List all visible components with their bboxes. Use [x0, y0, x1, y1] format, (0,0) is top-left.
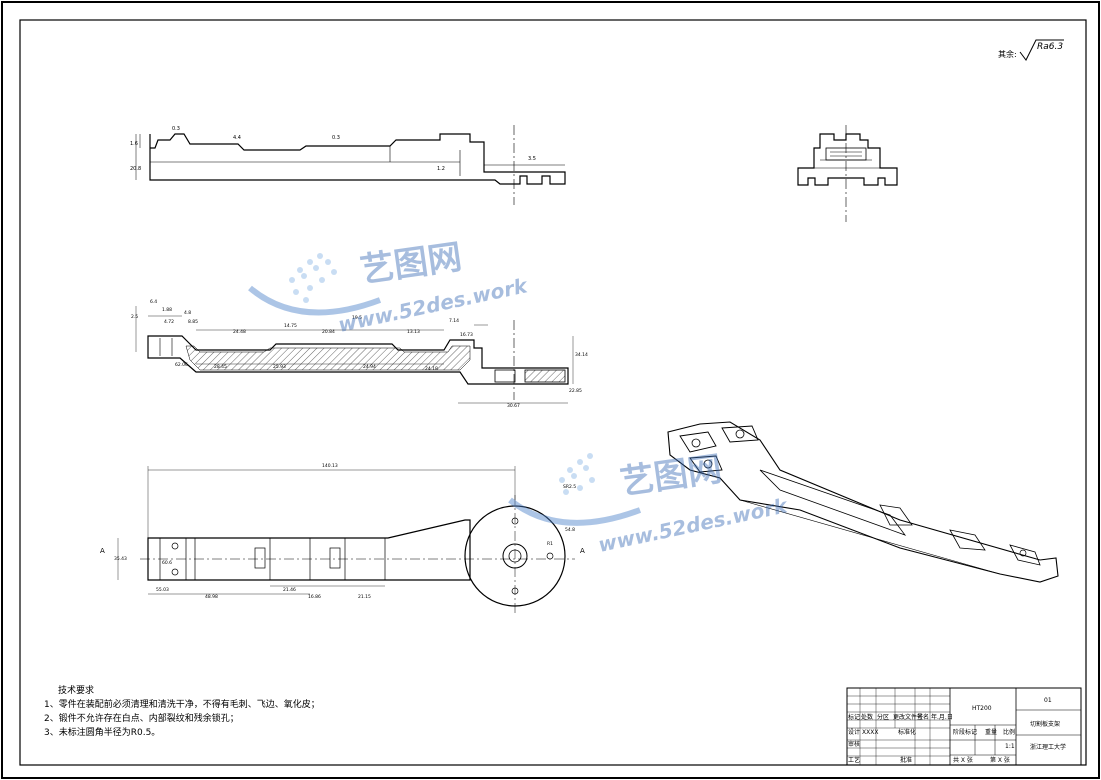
scale-value: 1:1 — [1005, 743, 1015, 750]
plan-view — [147, 505, 566, 607]
weight-label: 重量 — [985, 728, 997, 736]
section-dimensions: 6.4 1.88 4.8 2.5 4.72 8.85 24.48 14.75 2… — [131, 299, 588, 409]
dim-label: 4.72 — [164, 319, 174, 325]
dim-label: 6.4 — [150, 299, 157, 305]
designer: XXXX — [862, 729, 878, 736]
dim-label: 0.3 — [332, 135, 340, 141]
elevation-view — [149, 133, 566, 185]
approve-label: 批准 — [900, 756, 912, 764]
dim-label: 48.98 — [205, 594, 218, 600]
standard-label: 标准化 — [898, 728, 916, 736]
designer-label: 设计 — [848, 728, 860, 736]
watermark-brand: 艺图网 — [618, 449, 725, 503]
dim-label: 7.14 — [449, 318, 459, 324]
sheet-number: 第 X 张 — [990, 756, 1010, 764]
dim-label: 16.86 — [308, 594, 321, 600]
dim-label: 20.84 — [322, 329, 335, 335]
dim-label: 13.13 — [407, 329, 420, 335]
rev-col: 签名 — [917, 713, 929, 721]
watermark-lower: 艺图网 www.52des.work — [508, 449, 791, 557]
dim-label: 34.14 — [575, 352, 588, 358]
dim-label: 24.18 — [425, 366, 438, 372]
inner-border — [19, 19, 1087, 766]
dim-label: 3.5 — [528, 156, 536, 162]
dim-label: 60.6 — [162, 560, 172, 566]
section-marker-a: A — [580, 547, 585, 555]
dim-label: 21.15 — [358, 594, 371, 600]
title-block-text: 标记 处数 分区 更改文件号 签名 年.月.日 设计 XXXX 标准化 审核 工… — [848, 697, 1066, 764]
section-marker-a: A — [100, 547, 105, 555]
plan-dimensions: 140.13 35.43 SR2.5 60.6 55.03 48.98 21.4… — [100, 463, 585, 600]
elevation-dimensions: 0.3 4.4 0.3 3.5 1.6 20.8 1.2 — [130, 126, 536, 180]
note-item: 2、锻件不允许存在白点、内部裂纹和残余锁孔； — [44, 714, 239, 724]
notes-title: 技术要求 — [58, 686, 95, 696]
rev-col: 分区 — [877, 713, 889, 721]
dim-label: 62.06 — [175, 362, 188, 368]
process-label: 工艺 — [848, 756, 860, 764]
dim-label: 1.2 — [437, 166, 445, 172]
review-label: 审核 — [848, 740, 860, 748]
rev-col: 标记 — [848, 713, 860, 721]
dim-label: 4.4 — [233, 135, 241, 141]
roughness-note: 其余: Ra6.3 — [998, 39, 1064, 61]
dim-label: 22.85 — [569, 388, 582, 394]
drawing-number: 01 — [1044, 697, 1052, 704]
dim-label: 24.48 — [233, 329, 246, 335]
stage-label: 阶段标记 — [953, 728, 977, 736]
dim-label: 25.93 — [273, 364, 286, 370]
dim-label: 19.5 — [352, 315, 362, 321]
dim-label: 55.03 — [156, 587, 169, 593]
dim-label: 24.94 — [363, 364, 376, 370]
scale-label: 比例 — [1003, 728, 1015, 736]
dim-label: 30.67 — [507, 403, 520, 409]
watermark-site: www.52des.work — [596, 493, 791, 557]
roughness-symbol-icon — [1019, 39, 1064, 61]
dim-label: 4.8 — [184, 310, 191, 316]
note-item: 1、零件在装配前必须清理和清洗干净，不得有毛刺、飞边、氧化皮； — [44, 700, 320, 710]
rev-col: 处数 — [861, 713, 873, 721]
rev-col: 年.月.日 — [931, 713, 953, 721]
plan-centerlines — [140, 495, 575, 615]
school-name: 浙江理工大学 — [1030, 743, 1066, 751]
dim-label: 0.3 — [172, 126, 180, 132]
rev-col: 更改文件号 — [893, 713, 923, 721]
sheet-total: 共 X 张 — [953, 756, 973, 764]
dim-label: 1.6 — [130, 141, 138, 147]
watermark-upper: 艺图网 www.52des.work — [248, 237, 531, 337]
material: HT200 — [972, 705, 992, 712]
dim-label: 2.5 — [131, 314, 138, 320]
dim-label: 140.13 — [322, 463, 338, 469]
note-item: 3、未标注圆角半径为R0.5。 — [44, 728, 161, 738]
side-view — [797, 133, 898, 186]
dim-label: 28.45 — [214, 364, 227, 370]
technical-requirements: 技术要求 1、零件在装配前必须清理和清洗干净，不得有毛刺、飞边、氧化皮； 2、锻… — [44, 684, 364, 740]
watermark-brand: 艺图网 — [358, 237, 465, 291]
dim-label: SR2.5 — [563, 484, 576, 490]
dim-label: R1 — [547, 541, 553, 547]
isometric-view — [667, 421, 1059, 583]
roughness-label: 其余: — [998, 49, 1017, 59]
dim-label: 54.8 — [565, 527, 575, 533]
roughness-value: Ra6.3 — [1037, 42, 1063, 52]
dim-label: 14.75 — [284, 323, 297, 329]
dim-label: 8.85 — [188, 319, 198, 325]
dim-label: 20.8 — [130, 166, 141, 172]
part-name: 切割板支架 — [1030, 720, 1060, 728]
title-block — [846, 687, 1082, 766]
dim-label: 35.43 — [114, 556, 127, 562]
dim-label: 1.88 — [162, 307, 172, 313]
dim-label: 16.73 — [460, 332, 473, 338]
dim-label: 21.46 — [283, 587, 296, 593]
section-view — [147, 335, 569, 385]
